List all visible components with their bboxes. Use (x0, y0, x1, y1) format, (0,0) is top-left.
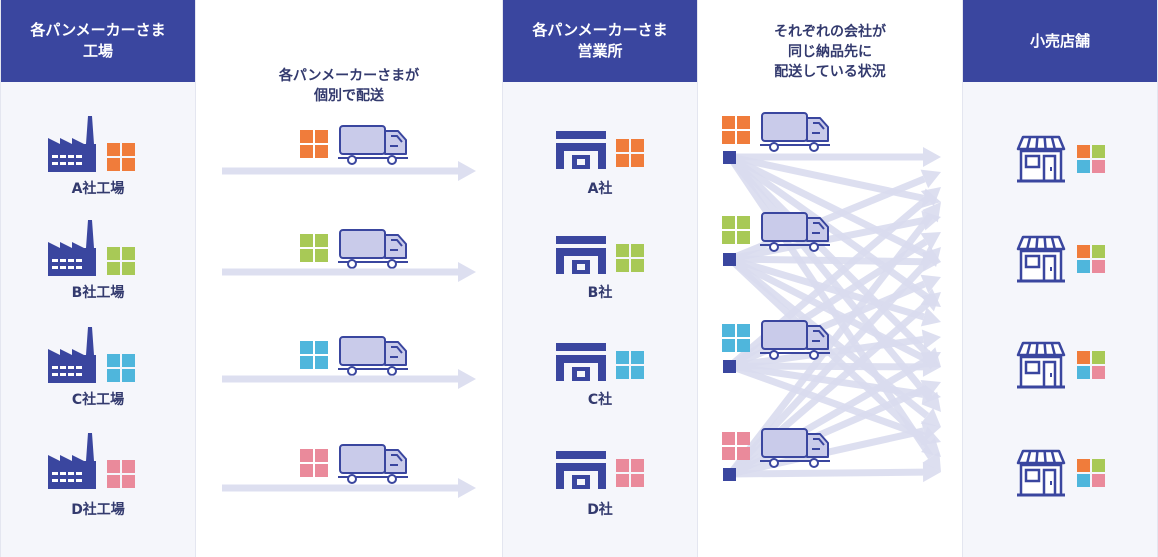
cross-arrow-d-4 (728, 380, 941, 478)
office-tiles-a (616, 139, 644, 167)
factory-label-d: D社工場 (71, 502, 125, 518)
store-tiles-3 (1077, 351, 1105, 379)
direct-tiles-a (300, 130, 328, 158)
storefront-icon-3 (1016, 341, 1066, 389)
cross-tiles-b (722, 216, 750, 244)
cross-tiles-d (722, 432, 750, 460)
truck-icon-cross-b (760, 212, 830, 252)
storefront-icon-1 (1016, 135, 1066, 183)
direct-arrow-d (222, 478, 476, 498)
factory-tiles-d (107, 460, 135, 488)
direct-arrow-b (222, 262, 476, 282)
truck-icon-cross-a (760, 112, 830, 152)
office-tiles-c (616, 351, 644, 379)
cross-tiles-a (722, 116, 750, 144)
truck-icon-direct-c (338, 336, 408, 376)
direct-tiles-d (300, 449, 328, 477)
office-label-c: C社 (587, 392, 613, 408)
direct-tiles-c (300, 341, 328, 369)
store-tiles-4 (1077, 459, 1105, 487)
direct-delivery-column: 各パンメーカーさまが 個別で配送 (196, 0, 502, 557)
offices-header: 各パンメーカーさま 営業所 (503, 0, 697, 82)
storefront-icon-4 (1016, 449, 1066, 497)
cross-delivery-caption: それぞれの会社が 同じ納品先に 配送している状況 (774, 24, 886, 80)
office-label-a: A社 (587, 181, 613, 197)
factories-header: 各パンメーカーさま 工場 (1, 0, 195, 82)
storefront-icon-2 (1016, 235, 1066, 283)
truck-icon-direct-d (338, 444, 408, 484)
factories-column: 各パンメーカーさま 工場 A社工場 B社工場 C社工場 D社工場 (0, 0, 196, 557)
factory-label-b: B社工場 (71, 285, 125, 301)
cross-arrow-d-6 (729, 462, 941, 483)
factory-icon-b (48, 220, 96, 276)
cross-source-marker-a (723, 151, 736, 164)
direct-tiles-b (300, 234, 328, 262)
direct-arrow-c (222, 369, 476, 389)
cross-tiles-c (722, 324, 750, 352)
retail-header: 小売店舗 (963, 0, 1157, 82)
factory-tiles-c (107, 354, 135, 382)
office-label-b: B社 (587, 285, 613, 301)
office-icon-d (556, 451, 606, 489)
store-tiles-1 (1077, 145, 1105, 173)
factory-icon-c (48, 327, 96, 383)
office-icon-a (556, 131, 606, 169)
cross-source-marker-b (723, 253, 736, 266)
factory-label-a: A社工場 (71, 181, 125, 197)
direct-delivery-caption: 各パンメーカーさまが 個別で配送 (278, 68, 420, 104)
cross-source-marker-d (723, 468, 736, 481)
store-tiles-2 (1077, 245, 1105, 273)
truck-icon-cross-c (760, 320, 830, 360)
factory-icon-a (48, 116, 96, 172)
office-icon-b (556, 236, 606, 274)
factory-icon-d (48, 433, 96, 489)
cross-arrow-a-0 (730, 147, 941, 167)
cross-source-marker-c (723, 360, 736, 373)
office-label-d: D社 (587, 502, 613, 518)
office-tiles-b (616, 244, 644, 272)
truck-icon-direct-a (338, 125, 408, 165)
truck-icon-cross-d (760, 428, 830, 468)
factory-tiles-b (107, 247, 135, 275)
factory-label-c: C社工場 (71, 392, 125, 408)
factory-tiles-a (107, 143, 135, 171)
direct-arrow-a (222, 161, 476, 181)
office-tiles-d (616, 459, 644, 487)
office-icon-c (556, 343, 606, 381)
truck-icon-direct-b (338, 229, 408, 269)
